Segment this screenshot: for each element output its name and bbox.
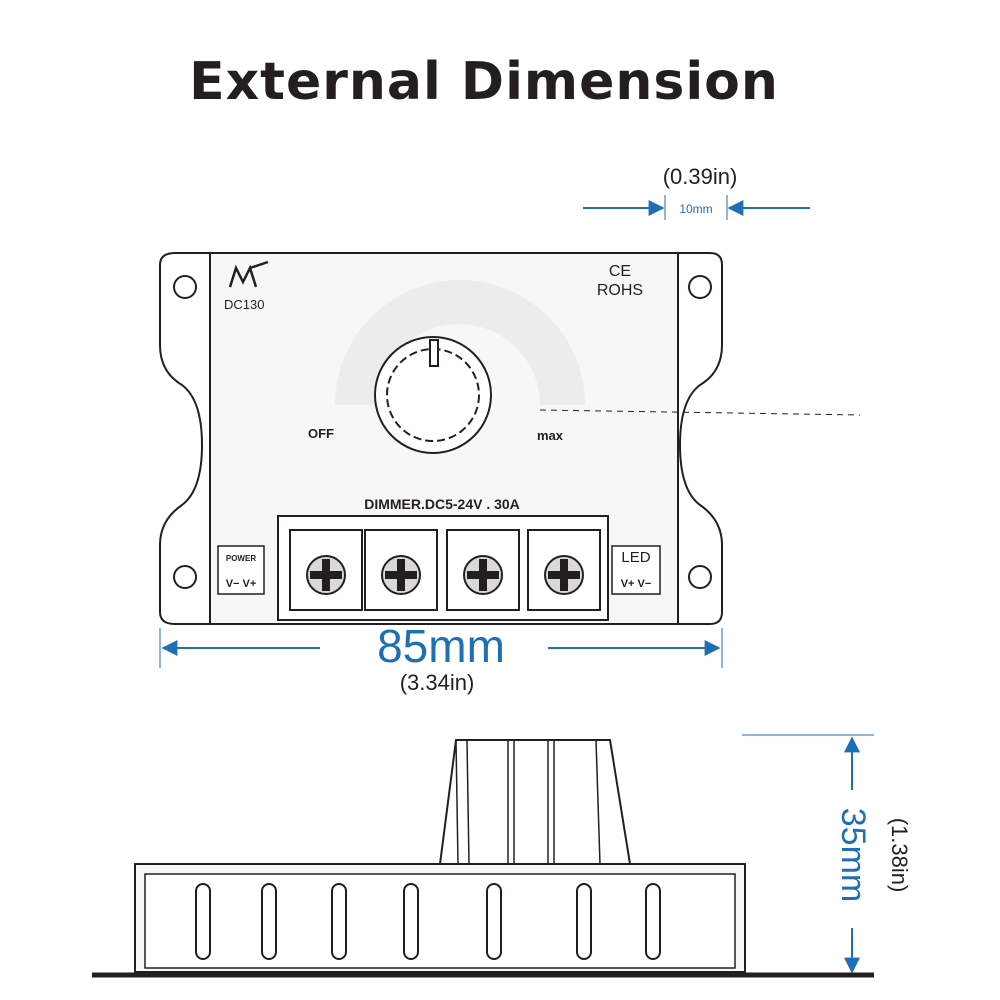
knob-indicator — [429, 339, 439, 367]
tab-dimension-metric: 10mm — [679, 202, 712, 216]
width-dimension-metric: 85mm — [377, 620, 505, 672]
knob-max-label: max — [537, 428, 564, 443]
mount-hole-bottom-left — [173, 565, 197, 589]
page-title: External Dimension — [189, 52, 779, 112]
vent-slot-5 — [486, 883, 502, 960]
vent-slot-3 — [331, 883, 347, 960]
height-dimension-imperial: (1.38in) — [887, 818, 912, 893]
tab-dimension-imperial: (0.39in) — [663, 164, 738, 189]
mount-hole-top-right — [688, 275, 712, 299]
mount-hole-top-left — [173, 275, 197, 299]
height-dimension-metric: 35mm — [834, 808, 872, 902]
led-label-box — [611, 545, 661, 595]
brand-logo-icon — [228, 260, 269, 288]
vent-slot-1 — [195, 883, 211, 960]
screw-1-icon — [306, 555, 346, 595]
power-label-box — [217, 545, 265, 595]
vent-slot-6 — [576, 883, 592, 960]
dimmer-knob[interactable] — [374, 336, 492, 454]
knob-range-arc — [335, 280, 585, 405]
power-pins-label: V− V+ — [226, 578, 257, 590]
vent-slot-4 — [403, 883, 419, 960]
knob-side-profile — [438, 739, 632, 865]
vent-slot-7 — [645, 883, 661, 960]
cert-ce: CE — [609, 263, 631, 280]
screw-2-icon — [381, 555, 421, 595]
led-pins-label: V+ V− — [621, 578, 652, 590]
knob-off-label: OFF — [308, 426, 334, 441]
model-label: DC130 — [224, 297, 264, 312]
terminal-slot-4 — [527, 529, 601, 611]
tab-dimension: (0.39in) 10mm — [583, 164, 810, 220]
side-view — [92, 739, 874, 978]
spec-label: DIMMER.DC5-24V . 30A — [364, 496, 520, 512]
height-dimension: 35mm (1.38in) — [742, 734, 912, 974]
power-label: POWER — [226, 554, 256, 563]
screw-4-icon — [544, 555, 584, 595]
vent-slot-2 — [261, 883, 277, 960]
cert-rohs: ROHS — [597, 282, 643, 299]
width-dimension: 85mm (3.34in) — [159, 620, 723, 695]
screw-3-icon — [463, 555, 503, 595]
width-dimension-imperial: (3.34in) — [400, 670, 475, 695]
top-view — [159, 252, 861, 625]
leader-line — [539, 409, 861, 416]
side-housing-inner — [144, 873, 736, 969]
led-label: LED — [621, 549, 650, 566]
mount-hole-bottom-right — [688, 565, 712, 589]
